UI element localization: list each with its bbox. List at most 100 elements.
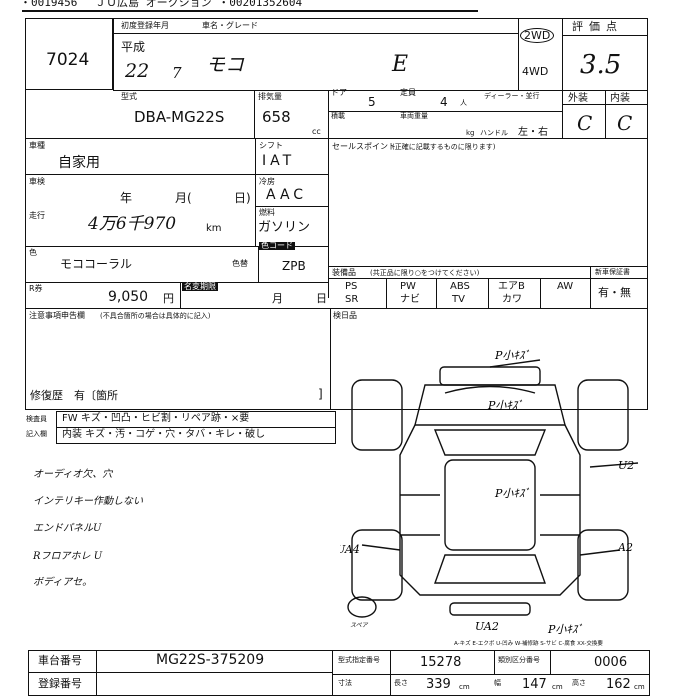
usage-value: 自家用: [58, 155, 100, 171]
name-change-month: 月: [272, 292, 283, 305]
mark-rear-right: P小ｷｽﾞ: [547, 623, 583, 636]
recycle-label: R券: [29, 284, 43, 293]
recycle-unit: 円: [163, 292, 174, 305]
divider: [113, 90, 562, 91]
inspector-label: 検日品: [333, 311, 357, 320]
height-value: 162: [606, 677, 631, 692]
divider: [332, 650, 333, 696]
recycle-value: 9,050: [108, 289, 149, 305]
capacity-value: 4: [440, 95, 448, 109]
remarks-row1-label: 検査員: [26, 415, 47, 423]
inspection-month-unit: 月(: [175, 191, 192, 205]
shift-label: シフト: [259, 141, 283, 150]
note-line-4: Rフロアホレ U: [33, 551, 103, 562]
width-unit: cm: [552, 683, 563, 691]
body-outline: [399, 424, 581, 596]
width-label: 幅: [494, 679, 501, 687]
usage-label: 車種: [29, 141, 45, 150]
interior-grade-label: 内装: [610, 93, 630, 104]
car-grade: E: [392, 52, 409, 77]
mileage-unit: km: [206, 223, 222, 234]
divider: [562, 104, 648, 105]
height-unit: cm: [634, 683, 645, 691]
divider: [436, 278, 437, 308]
divider: [28, 672, 332, 673]
main-frame: [25, 18, 648, 410]
equipment-label: 装備品: [332, 268, 356, 277]
remarks-row2-label: 記入欄: [26, 430, 47, 438]
note-line-5: ボディアセ。: [33, 577, 93, 588]
divider: [330, 308, 331, 410]
new-car-warranty-label: 新車保証書: [595, 268, 630, 276]
width-value: 147: [522, 677, 547, 692]
repair-history-close: ]: [318, 387, 323, 401]
mileage-value: 4万6千970: [88, 214, 177, 234]
inspection-year-unit: 年: [120, 191, 133, 205]
sales-point-sub: (正確に記載するものに限ります): [392, 143, 496, 151]
mark-right-rear: A2: [617, 541, 633, 554]
doors-label: ドア: [331, 88, 347, 97]
equip-abs: ABS: [450, 281, 470, 292]
chassis-value: MG22S-375209: [156, 652, 265, 668]
model-label: 型式: [121, 92, 137, 101]
car-name-label: 車名・グレード: [202, 21, 258, 30]
mark-left-rear: UA4: [340, 543, 360, 556]
notes-sub: (不具合箇所の場合は具体的に記入): [100, 312, 211, 320]
registration-number-label: 登録番号: [38, 677, 82, 690]
inspection-label: 車検: [29, 177, 45, 186]
divider: [550, 650, 551, 674]
new-car-warranty-value: 有・無: [598, 286, 631, 299]
length-value: 339: [426, 677, 451, 692]
equip-sr: SR: [345, 294, 359, 305]
note-line-2: インテリキー作動しない: [33, 496, 143, 507]
interior-grade-value: C: [617, 111, 633, 135]
class-number-value: 0006: [594, 655, 628, 670]
mark-right-front: U2: [618, 459, 634, 472]
divider: [328, 266, 648, 267]
lot-cell: [25, 18, 113, 90]
rear-glass-outline: [434, 554, 546, 584]
divider: [25, 174, 255, 175]
dimensions-label: 寸法: [338, 679, 352, 687]
divider: [540, 278, 541, 308]
name-change-label: 名変期限: [182, 282, 218, 291]
equip-aw: AW: [557, 281, 574, 292]
windshield-outline: [433, 429, 547, 456]
exterior-value: C: [577, 111, 593, 135]
divider: [255, 206, 328, 207]
divider: [328, 90, 329, 138]
handle-value: 左・右: [518, 127, 548, 138]
drive-4wd: 4WD: [522, 65, 549, 78]
registration-era: 平成: [121, 40, 146, 54]
registration-month: 7: [172, 64, 182, 82]
equipment-sub: (共正品に限り○をつけてください): [370, 269, 480, 277]
left-rear-panel: [351, 529, 403, 601]
diagram-legend: A-キズ E-エクボ U-凹み W-補修跡 S-サビ C-腐食 XX-交換要: [454, 641, 603, 647]
equip-navi: ナビ: [400, 294, 420, 305]
roof-outline: [444, 459, 536, 551]
aircon-value: AAC: [266, 187, 308, 203]
divider: [258, 246, 259, 282]
equip-airbag: エアB: [498, 281, 525, 292]
equip-ps: PS: [345, 281, 358, 292]
inspection-day-unit: 日): [234, 191, 251, 205]
displacement-unit: cc: [312, 127, 321, 136]
length-unit: cm: [459, 683, 470, 691]
divider: [332, 674, 650, 675]
model-designation-label: 型式指定番号: [338, 656, 380, 664]
score-label: 評価点: [572, 20, 623, 33]
registration-label: 初度登録年月: [121, 21, 169, 30]
mileage-label: 走行: [29, 211, 45, 220]
notes-label: 注意事項申告欄: [29, 311, 85, 320]
divider: [518, 18, 519, 90]
doors-value: 5: [368, 95, 376, 109]
equip-leather: カワ: [502, 294, 522, 305]
divider: [96, 650, 97, 696]
car-diagram: P小ｷｽﾞ P小ｷｽﾞ P小ｷｽﾞ U2 UA4 A2 UA2 P小ｷｽﾞ スペ…: [340, 349, 639, 636]
divider: [56, 427, 336, 428]
equip-tv: TV: [452, 294, 465, 305]
right-front-panel: [577, 379, 629, 451]
mark-hood: P小ｷｽﾞ: [487, 399, 523, 412]
divider: [25, 282, 328, 283]
color-value: モココーラル: [60, 257, 133, 271]
